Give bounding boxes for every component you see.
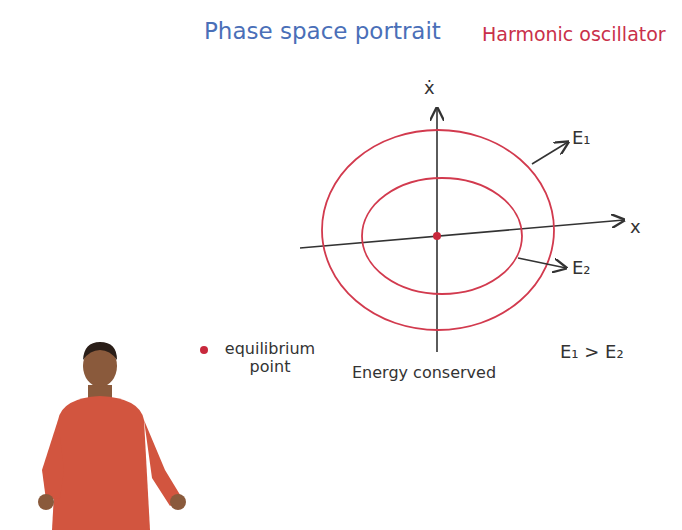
axis-label: x (630, 217, 641, 238)
leader-arrow (518, 258, 566, 268)
subtitle: Harmonic oscillator (482, 24, 666, 46)
position-axis (300, 220, 624, 248)
note: E₁ > E₂ (560, 342, 624, 363)
leader-arrow (532, 142, 568, 164)
energy-label: E₂ (572, 258, 591, 279)
title: Phase space portrait (204, 18, 441, 44)
energy-label: E₁ (572, 128, 591, 149)
equilibrium-dot (433, 232, 441, 240)
outer-orbit (322, 130, 554, 330)
velocity-axis (436, 108, 438, 352)
legend-text: equilibrium point (214, 340, 326, 377)
axis-label: ẋ (424, 78, 435, 99)
legend-dot (200, 346, 208, 354)
presenter-figure (38, 342, 186, 530)
note: Energy conserved (352, 364, 496, 382)
inner-orbit (362, 178, 522, 294)
